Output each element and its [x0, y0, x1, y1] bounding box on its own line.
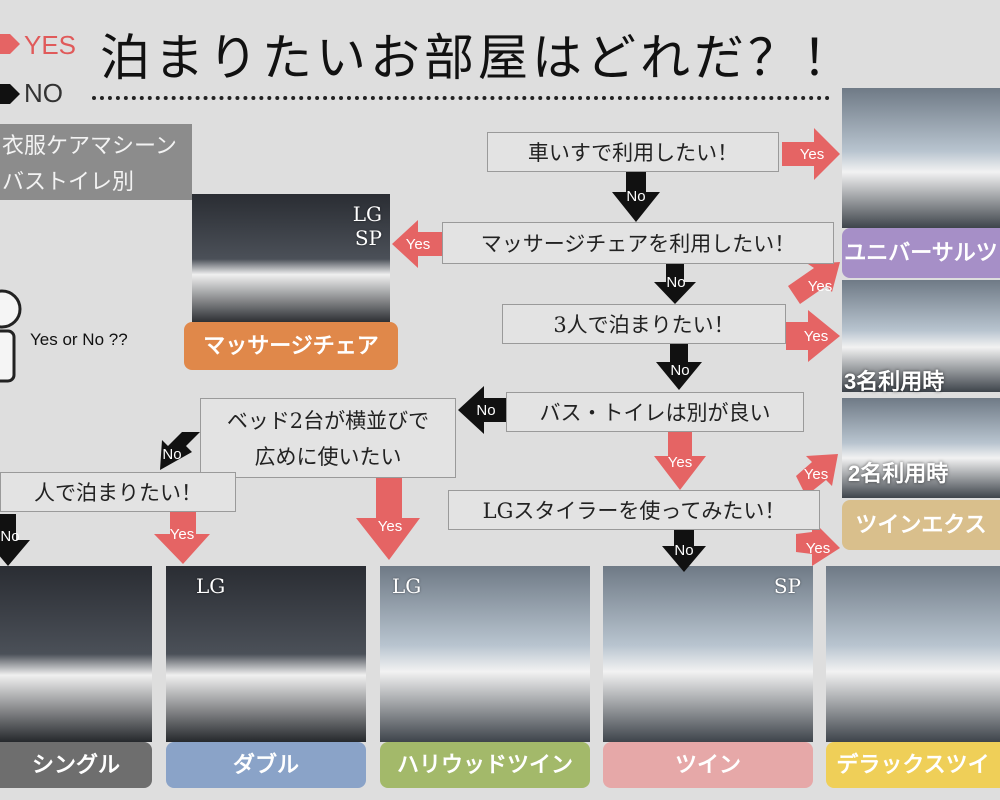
- photo-deluxe: [826, 566, 1000, 742]
- double-photo-marks: LG: [166, 566, 366, 742]
- yes-arrow-double: [154, 512, 210, 564]
- room-twin: ツイン: [603, 742, 813, 788]
- mark-sp-twin: SP: [773, 574, 801, 598]
- photo-hollywood: [380, 566, 590, 742]
- yes-arrow-to-universal: [788, 262, 840, 304]
- twin-photo-marks: SP: [603, 566, 813, 742]
- yes-arrow-bath: [654, 432, 706, 490]
- photo-single: [0, 566, 152, 742]
- no-arrow-one-person: [0, 514, 30, 566]
- question-wheelchair: 車いすで利用したい！: [487, 132, 779, 172]
- room-hollywood: ハリウッドツイン: [380, 742, 590, 788]
- photo-three-people: [842, 280, 1000, 392]
- legend-no-label: NO: [24, 78, 63, 108]
- yes-arrow-massage: [392, 220, 442, 268]
- question-massage: マッサージチェアを利用したい！: [442, 222, 834, 264]
- feature-bath-separate: バストイレ別: [0, 160, 192, 200]
- room-single: シングル: [0, 742, 152, 788]
- room-double: ダブル: [166, 742, 366, 788]
- photo-two-people: [842, 398, 1000, 498]
- mark-lg-double: LG: [196, 574, 226, 598]
- legend-yes-arrow: [0, 34, 20, 54]
- no-arrow-wheelchair: [612, 172, 660, 222]
- mark-lg-hollywood: LG: [392, 574, 422, 598]
- no-arrow-three-people: [656, 344, 702, 390]
- question-beds-line1: ベッド2台が横並びで: [226, 409, 430, 433]
- yes-arrow-three-people: [786, 310, 840, 362]
- yes-arrow-deluxe: [796, 520, 840, 566]
- mark-sp-massage: SP: [354, 226, 382, 250]
- label-two-people: 2名利用時: [848, 461, 949, 486]
- question-bath-separate: バス・トイレは別が良い: [506, 392, 804, 432]
- mark-lg-massage: LG: [352, 202, 382, 226]
- room-twin-ex: ツインエクス: [842, 500, 1000, 550]
- photo-massage: [192, 194, 390, 324]
- room-deluxe: デラックスツイ: [826, 742, 1000, 788]
- title-divider: [92, 96, 830, 100]
- room-massage-chair: マッサージチェア: [184, 322, 398, 370]
- legend-no-arrow: [0, 84, 20, 104]
- no-arrow-bath: [458, 386, 508, 434]
- yes-or-no-text: Yes or No ??: [30, 330, 128, 349]
- massage-photo-marks: LG SP: [192, 194, 390, 324]
- no-arrow-lg-styler: [662, 526, 706, 572]
- no-arrow-massage: [654, 264, 696, 304]
- no-arrow-beds: [160, 432, 200, 470]
- yes-arrow-hollywood: [356, 478, 420, 560]
- yes-arrow-wheelchair: [782, 128, 840, 180]
- photo-universal: [842, 88, 1000, 228]
- legend-yes-label: YES: [24, 30, 77, 60]
- question-beds-line2: 広めに使いたい: [254, 445, 402, 469]
- question-beds: ベッド2台が横並びで 広めに使いたい: [200, 398, 456, 478]
- label-three-people: 3名利用時: [844, 369, 945, 394]
- photo-double: [166, 566, 366, 742]
- yes-arrow-two-people: [796, 454, 838, 496]
- question-one-person: 人で泊まりたい！: [0, 472, 236, 512]
- room-universal: ユニバーサルツ: [842, 228, 1000, 278]
- question-lg-styler: LGスタイラーを使ってみたい！: [448, 490, 820, 530]
- hollywood-photo-marks: LG: [380, 566, 590, 742]
- page-title: 泊まりたいお部屋はどれだ？！: [100, 29, 856, 87]
- robot-icon: [0, 289, 22, 383]
- question-three-people: 3人で泊まりたい！: [502, 304, 786, 344]
- feature-clothes-care: 衣服ケアマシーン: [0, 124, 192, 164]
- photo-twin: [603, 566, 813, 742]
